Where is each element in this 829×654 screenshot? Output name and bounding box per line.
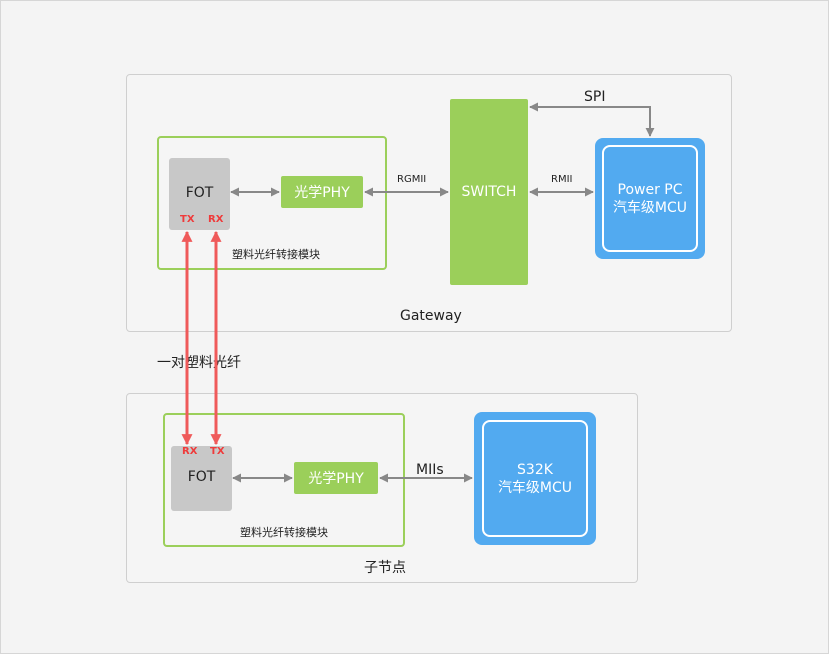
gateway-fot-name: FOT — [185, 185, 214, 201]
gateway-fot: FOT TX RX — [169, 158, 230, 230]
child-fot-tx: TX — [210, 446, 225, 457]
gateway-optical-phy: 光学PHY — [281, 176, 363, 208]
powerpc-mcu-line2: 汽车级MCU — [612, 199, 688, 216]
powerpc-mcu: Power PC 汽车级MCU — [595, 138, 705, 259]
rmii-label: RMII — [551, 174, 573, 185]
switch-block: SWITCH — [450, 99, 528, 285]
gateway-fot-rx: RX — [208, 214, 224, 225]
s32k-mcu-line1: S32K — [517, 461, 553, 478]
child-fot: RX TX FOT — [171, 446, 232, 511]
spi-arrow — [529, 102, 655, 137]
gateway-label: Gateway — [400, 308, 462, 324]
s32k-mcu-line2: 汽车级MCU — [497, 479, 573, 496]
child-module-caption: 塑料光纤转接模块 — [240, 526, 328, 539]
spi-label: SPI — [584, 89, 606, 105]
child-fot-name: FOT — [187, 469, 216, 485]
child-node-label: 子节点 — [364, 560, 406, 576]
s32k-mcu: S32K 汽车级MCU — [474, 412, 596, 545]
child-optical-phy: 光学PHY — [294, 462, 378, 494]
gateway-module-caption: 塑料光纤转接模块 — [232, 248, 320, 261]
gateway-fot-tx: TX — [180, 214, 195, 225]
powerpc-mcu-line1: Power PC — [617, 181, 683, 198]
child-fot-rx: RX — [182, 446, 198, 457]
rgmii-label: RGMII — [397, 174, 427, 185]
powerpc-mcu-inner: Power PC 汽车级MCU — [602, 145, 698, 252]
s32k-mcu-inner: S32K 汽车级MCU — [482, 420, 588, 537]
